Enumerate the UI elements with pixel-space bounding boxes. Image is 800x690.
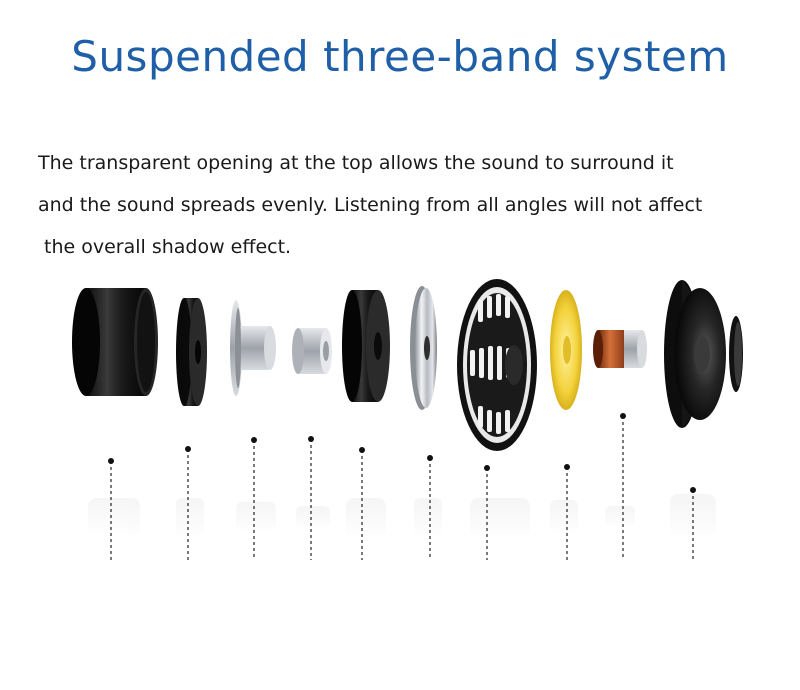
description-line-1: The transparent opening at the top allow… [38,152,674,174]
metal-bushing [292,328,332,374]
exploded-speaker-diagram [72,279,743,560]
mesh-frame [457,279,537,451]
magnet [342,290,390,402]
outer-housing [72,288,158,396]
steel-plate [410,286,437,410]
leader-lines [110,416,694,560]
pole-piece [230,300,276,396]
voice-coil [593,330,647,368]
leader-dots [108,413,696,493]
page-title: Suspended three-band system [71,32,729,81]
woofer-cone [664,280,726,428]
description-line-3: the overall shadow effect. [44,236,292,258]
dust-cap [729,316,743,392]
rubber-washer [176,298,207,406]
reflections [88,494,716,538]
description-line-2: and the sound spreads evenly. Listening … [38,194,703,216]
description-text: The transparent opening at the top allow… [38,142,788,268]
yellow-diaphragm [550,290,582,410]
